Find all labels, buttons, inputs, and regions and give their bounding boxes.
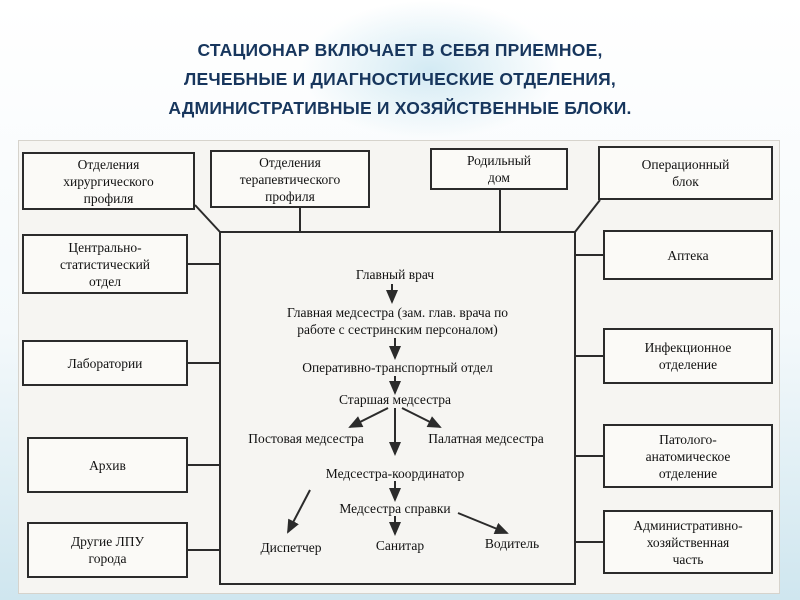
arrow-5: [348, 407, 389, 428]
label-info-nurse: Медсестра справки: [339, 501, 451, 516]
box-archive: Архив: [27, 437, 188, 493]
label-orderly: Санитар: [375, 538, 425, 553]
box-other-lpu: Другие ЛПУ города: [27, 522, 188, 578]
label-chief-doctor: Главный врач: [355, 267, 435, 282]
label-transport-dept: Оперативно-транспортный отдел: [302, 360, 493, 375]
label-driver: Водитель: [484, 536, 540, 551]
arrow-8: [287, 489, 311, 534]
box-maternity: Родильный дом: [430, 148, 568, 190]
background-glow: [300, 0, 560, 140]
arrow-10: [457, 512, 509, 535]
box-pharmacy: Аптека: [603, 230, 773, 280]
link-operating: [574, 199, 601, 233]
label-head-nurse: Главная медсестра (зам. глав. врача по р…: [286, 305, 509, 337]
box-operating: Операционный блок: [598, 146, 773, 200]
title-line-2: ЛЕЧЕБНЫЕ И ДИАГНОСТИЧЕСКИЕ ОТДЕЛЕНИЯ,: [184, 69, 616, 89]
label-dispatcher: Диспетчер: [260, 540, 322, 555]
central-block: [219, 231, 576, 585]
box-therapeutic: Отделения терапевтического профиля: [210, 150, 370, 208]
label-post-nurse: Постовая медсестра: [248, 431, 364, 446]
box-statistics: Центрально- статистический отдел: [22, 234, 188, 294]
label-senior-nurse: Старшая медсестра: [338, 392, 452, 407]
label-ward-nurse: Палатная медсестра: [428, 431, 544, 446]
arrow-6: [401, 407, 442, 428]
box-pathology: Патолого- анатомическое отделение: [603, 424, 773, 488]
box-surgical: Отделения хирургического профиля: [22, 152, 195, 210]
title-line-3: АДМИНИСТРАТИВНЫЕ И ХОЗЯЙСТВЕННЫЕ БЛОКИ.: [168, 98, 632, 118]
box-infectious: Инфекционное отделение: [603, 328, 773, 384]
link-surgical: [194, 204, 221, 233]
label-coordinator: Медсестра-координатор: [325, 466, 465, 481]
box-admin: Административно- хозяйственная часть: [603, 510, 773, 574]
slide-title: СТАЦИОНАР ВКЛЮЧАЕТ В СЕБЯ ПРИЕМНОЕ, ЛЕЧЕ…: [0, 36, 800, 123]
title-line-1: СТАЦИОНАР ВКЛЮЧАЕТ В СЕБЯ ПРИЕМНОЕ,: [197, 40, 603, 60]
box-laboratories: Лаборатории: [22, 340, 188, 386]
